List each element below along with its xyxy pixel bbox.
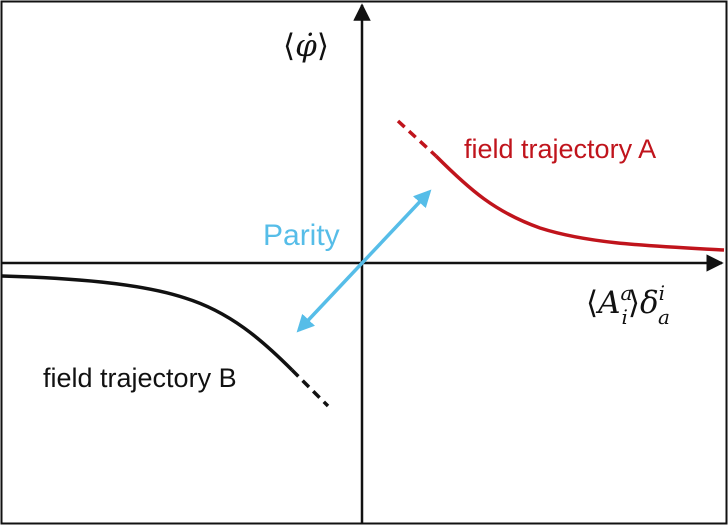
x-axis-label-sup: a xyxy=(621,281,633,305)
x-axis-label-symbol: A xyxy=(595,285,620,321)
y-axis-label: ⟨φ̇⟩ xyxy=(283,28,329,64)
parity-arrow xyxy=(296,189,432,333)
y-axis-label-open: ⟨ xyxy=(283,28,295,64)
x-axis-label-delta-sup: i xyxy=(659,281,665,305)
x-axis-label-close: ⟩ xyxy=(628,285,640,321)
trajectory-a-curve xyxy=(434,154,725,252)
trajectory-b-curve xyxy=(1,274,294,372)
x-axis-label-open: ⟨ xyxy=(586,285,598,321)
x-axis-label-delta-sub: a xyxy=(658,305,670,329)
trajectory-a-dashed xyxy=(396,119,438,158)
x-axis-label-delta: δ xyxy=(640,285,659,321)
trajectory-b-label: field trajectory B xyxy=(43,363,237,393)
x-axis-label-sub: i xyxy=(621,305,627,329)
y-axis-label-close: ⟩ xyxy=(317,28,329,64)
trajectory-b-dashed xyxy=(290,368,330,408)
y-axis-label-symbol: φ̇ xyxy=(295,28,317,64)
trajectory-a-label: field trajectory A xyxy=(464,134,656,164)
parity-label: Parity xyxy=(263,219,340,252)
